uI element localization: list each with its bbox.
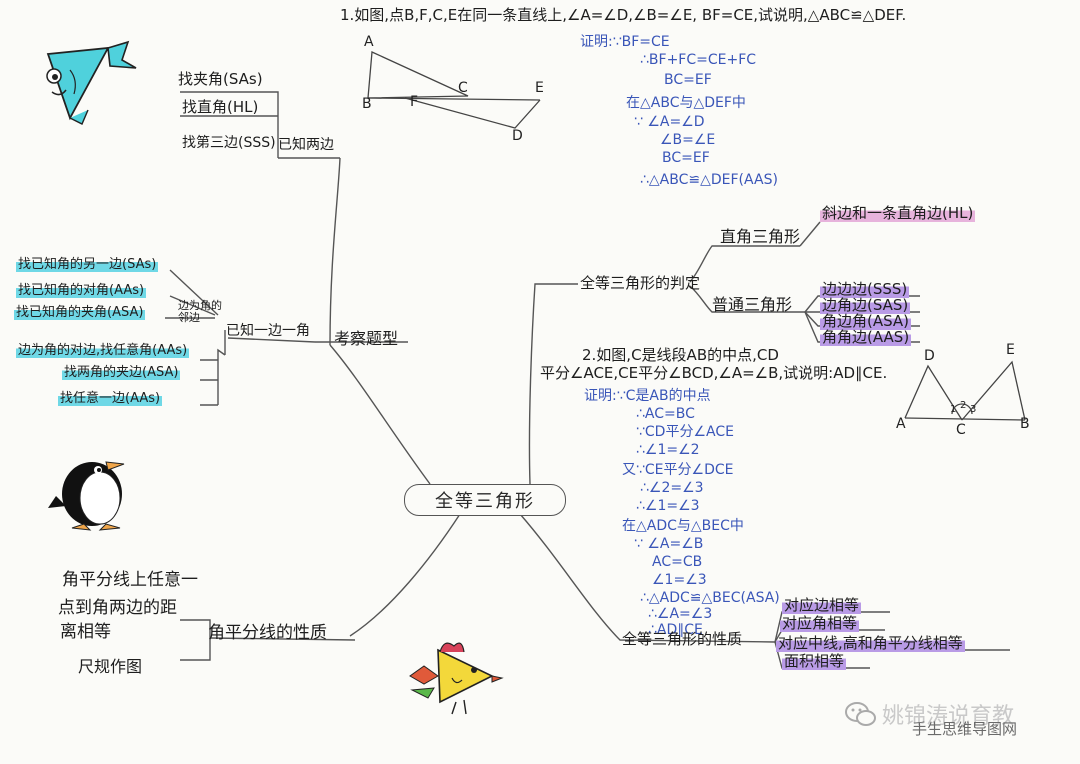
proof2-line: 在△ADC与△BEC中 xyxy=(622,518,744,534)
proof1-line: ∠B=∠E xyxy=(660,132,716,148)
proof2-line: ∴∠1=∠2 xyxy=(636,442,700,458)
adjacent-item: 找已知角的对角(AAs) xyxy=(16,283,147,298)
bisector-construction: 尺规作图 xyxy=(78,657,143,676)
proof1-line: BC=EF xyxy=(662,150,710,166)
fig1-label-e: E xyxy=(535,80,544,96)
proof2-line: ∴∠A=∠3 xyxy=(648,606,713,622)
fig2-label-d: D xyxy=(924,348,935,364)
proof2-line: 证明:∵C是AB的中点 xyxy=(584,388,711,404)
two-sides-item: 找第三边(SSS) xyxy=(182,135,276,151)
center-label: 全等三角形 xyxy=(435,491,535,512)
problem-2-statement-1: 2.如图,C是线段AB的中点,CD xyxy=(582,346,779,364)
normal-rule-aas: 角角边(AAS) xyxy=(820,328,912,346)
property-area: 面积相等 xyxy=(782,652,847,670)
types-title: 考察题型 xyxy=(334,329,399,348)
penguin-icon xyxy=(48,461,125,531)
figure-2-geometry xyxy=(904,360,1026,421)
opposite-item: 找两角的夹边(ASA) xyxy=(62,365,181,380)
proof2-line: ∴AD∥CE xyxy=(648,622,703,638)
fig1-label-d: D xyxy=(512,128,523,144)
proof2-line: ∴∠2=∠3 xyxy=(640,480,704,496)
fig2-label-e: E xyxy=(1006,342,1015,358)
center-node[interactable]: 全等三角形 xyxy=(404,484,566,516)
fig2-label-a: A xyxy=(896,416,906,432)
adjacent-item: 找已知角的另一边(SAs) xyxy=(16,257,159,272)
property-angles: 对应角相等 xyxy=(780,614,860,632)
two-sides-title: 已知两边 xyxy=(278,137,334,153)
proof1-line: ∴△ABC≌△DEF(AAS) xyxy=(640,172,778,188)
proof1-line: 在△ABC与△DEF中 xyxy=(626,95,746,111)
proof2-line: ∴AC=BC xyxy=(636,406,695,422)
fig2-label-3: 3 xyxy=(970,404,977,415)
judgment-title: 全等三角形的判定 xyxy=(580,274,701,292)
wechat-icon xyxy=(845,702,876,726)
bisector-title: 角平分线的性质 xyxy=(208,623,327,643)
proof1-line: BC=EF xyxy=(664,72,712,88)
fig1-label-c: C xyxy=(458,80,468,96)
properties-title: 全等三角形的性质 xyxy=(622,630,743,648)
figure-1-geometry xyxy=(367,51,541,129)
bisector-text-2: 点到角两边的距 xyxy=(58,598,177,618)
proof1-line: ∵ ∠A=∠D xyxy=(634,114,705,130)
property-sides: 对应边相等 xyxy=(782,596,862,614)
adjacent-item: 找已知角的夹角(ASA) xyxy=(14,305,146,320)
proof1-line: ∴BF+FC=CE+FC xyxy=(640,52,757,68)
normal-rule-asa: 角边角(ASA) xyxy=(820,312,912,330)
fig1-label-b: B xyxy=(362,96,372,112)
fig2-label-2: 2 xyxy=(960,400,967,411)
proof2-line: ∴∠1=∠3 xyxy=(636,498,700,514)
watermark-sub: 手生思维导图网 xyxy=(912,720,1018,738)
right-triangle: 直角三角形 xyxy=(720,227,801,246)
watermark-brand: 姚锦涛说育教 xyxy=(882,704,1015,729)
proof2-line: ∵ ∠A=∠B xyxy=(634,536,704,552)
proof2-line: 又∵CE平分∠DCE xyxy=(622,462,734,478)
two-sides-item: 找夹角(SAs) xyxy=(178,70,263,88)
fig2-label-c: C xyxy=(956,422,966,438)
normal-rule-sas: 边角边(SAS) xyxy=(820,296,911,314)
proof1-line: 证明:∵BF=CE xyxy=(580,34,670,50)
proof2-line: ∠1=∠3 xyxy=(652,572,707,588)
problem-1-statement: 1.如图,点B,F,C,E在同一条直线上,∠A=∠D,∠B=∠E, BF=CE,… xyxy=(340,6,907,24)
side-angle-title: 已知一边一角 xyxy=(226,323,310,339)
normal-rule-sss: 边边边(SSS) xyxy=(820,280,910,298)
two-sides-item: 找直角(HL) xyxy=(182,98,259,116)
adjacent-title: 边为角的邻边 xyxy=(178,299,222,324)
bird-icon xyxy=(409,642,504,715)
right-triangle-rule: 斜边和一条直角边(HL) xyxy=(820,204,976,222)
bisector-text-1: 角平分线上任意一 xyxy=(62,570,198,590)
proof2-line: ∵CD平分∠ACE xyxy=(636,424,734,440)
proof2-line: ∴△ADC≌△BEC(ASA) xyxy=(640,590,780,606)
proof2-line: AC=CB xyxy=(652,554,703,570)
normal-triangle: 普通三角形 xyxy=(712,295,793,314)
fig1-label-a: A xyxy=(364,34,374,50)
opposite-item: 边为角的对边,找任意角(AAs) xyxy=(16,343,190,358)
property-lines: 对应中线,高和角平分线相等 xyxy=(776,634,965,652)
bisector-text-3: 离相等 xyxy=(60,622,111,642)
opposite-item: 找任意一边(AAs) xyxy=(58,391,163,406)
fig2-label-b: B xyxy=(1020,416,1030,432)
problem-2-statement-2: 平分∠ACE,CE平分∠BCD,∠A=∠B,试说明:AD∥CE. xyxy=(540,364,888,382)
fish-icon xyxy=(46,40,137,125)
fig2-label-1: 1 xyxy=(950,404,957,415)
fig1-label-f: F xyxy=(410,94,419,110)
